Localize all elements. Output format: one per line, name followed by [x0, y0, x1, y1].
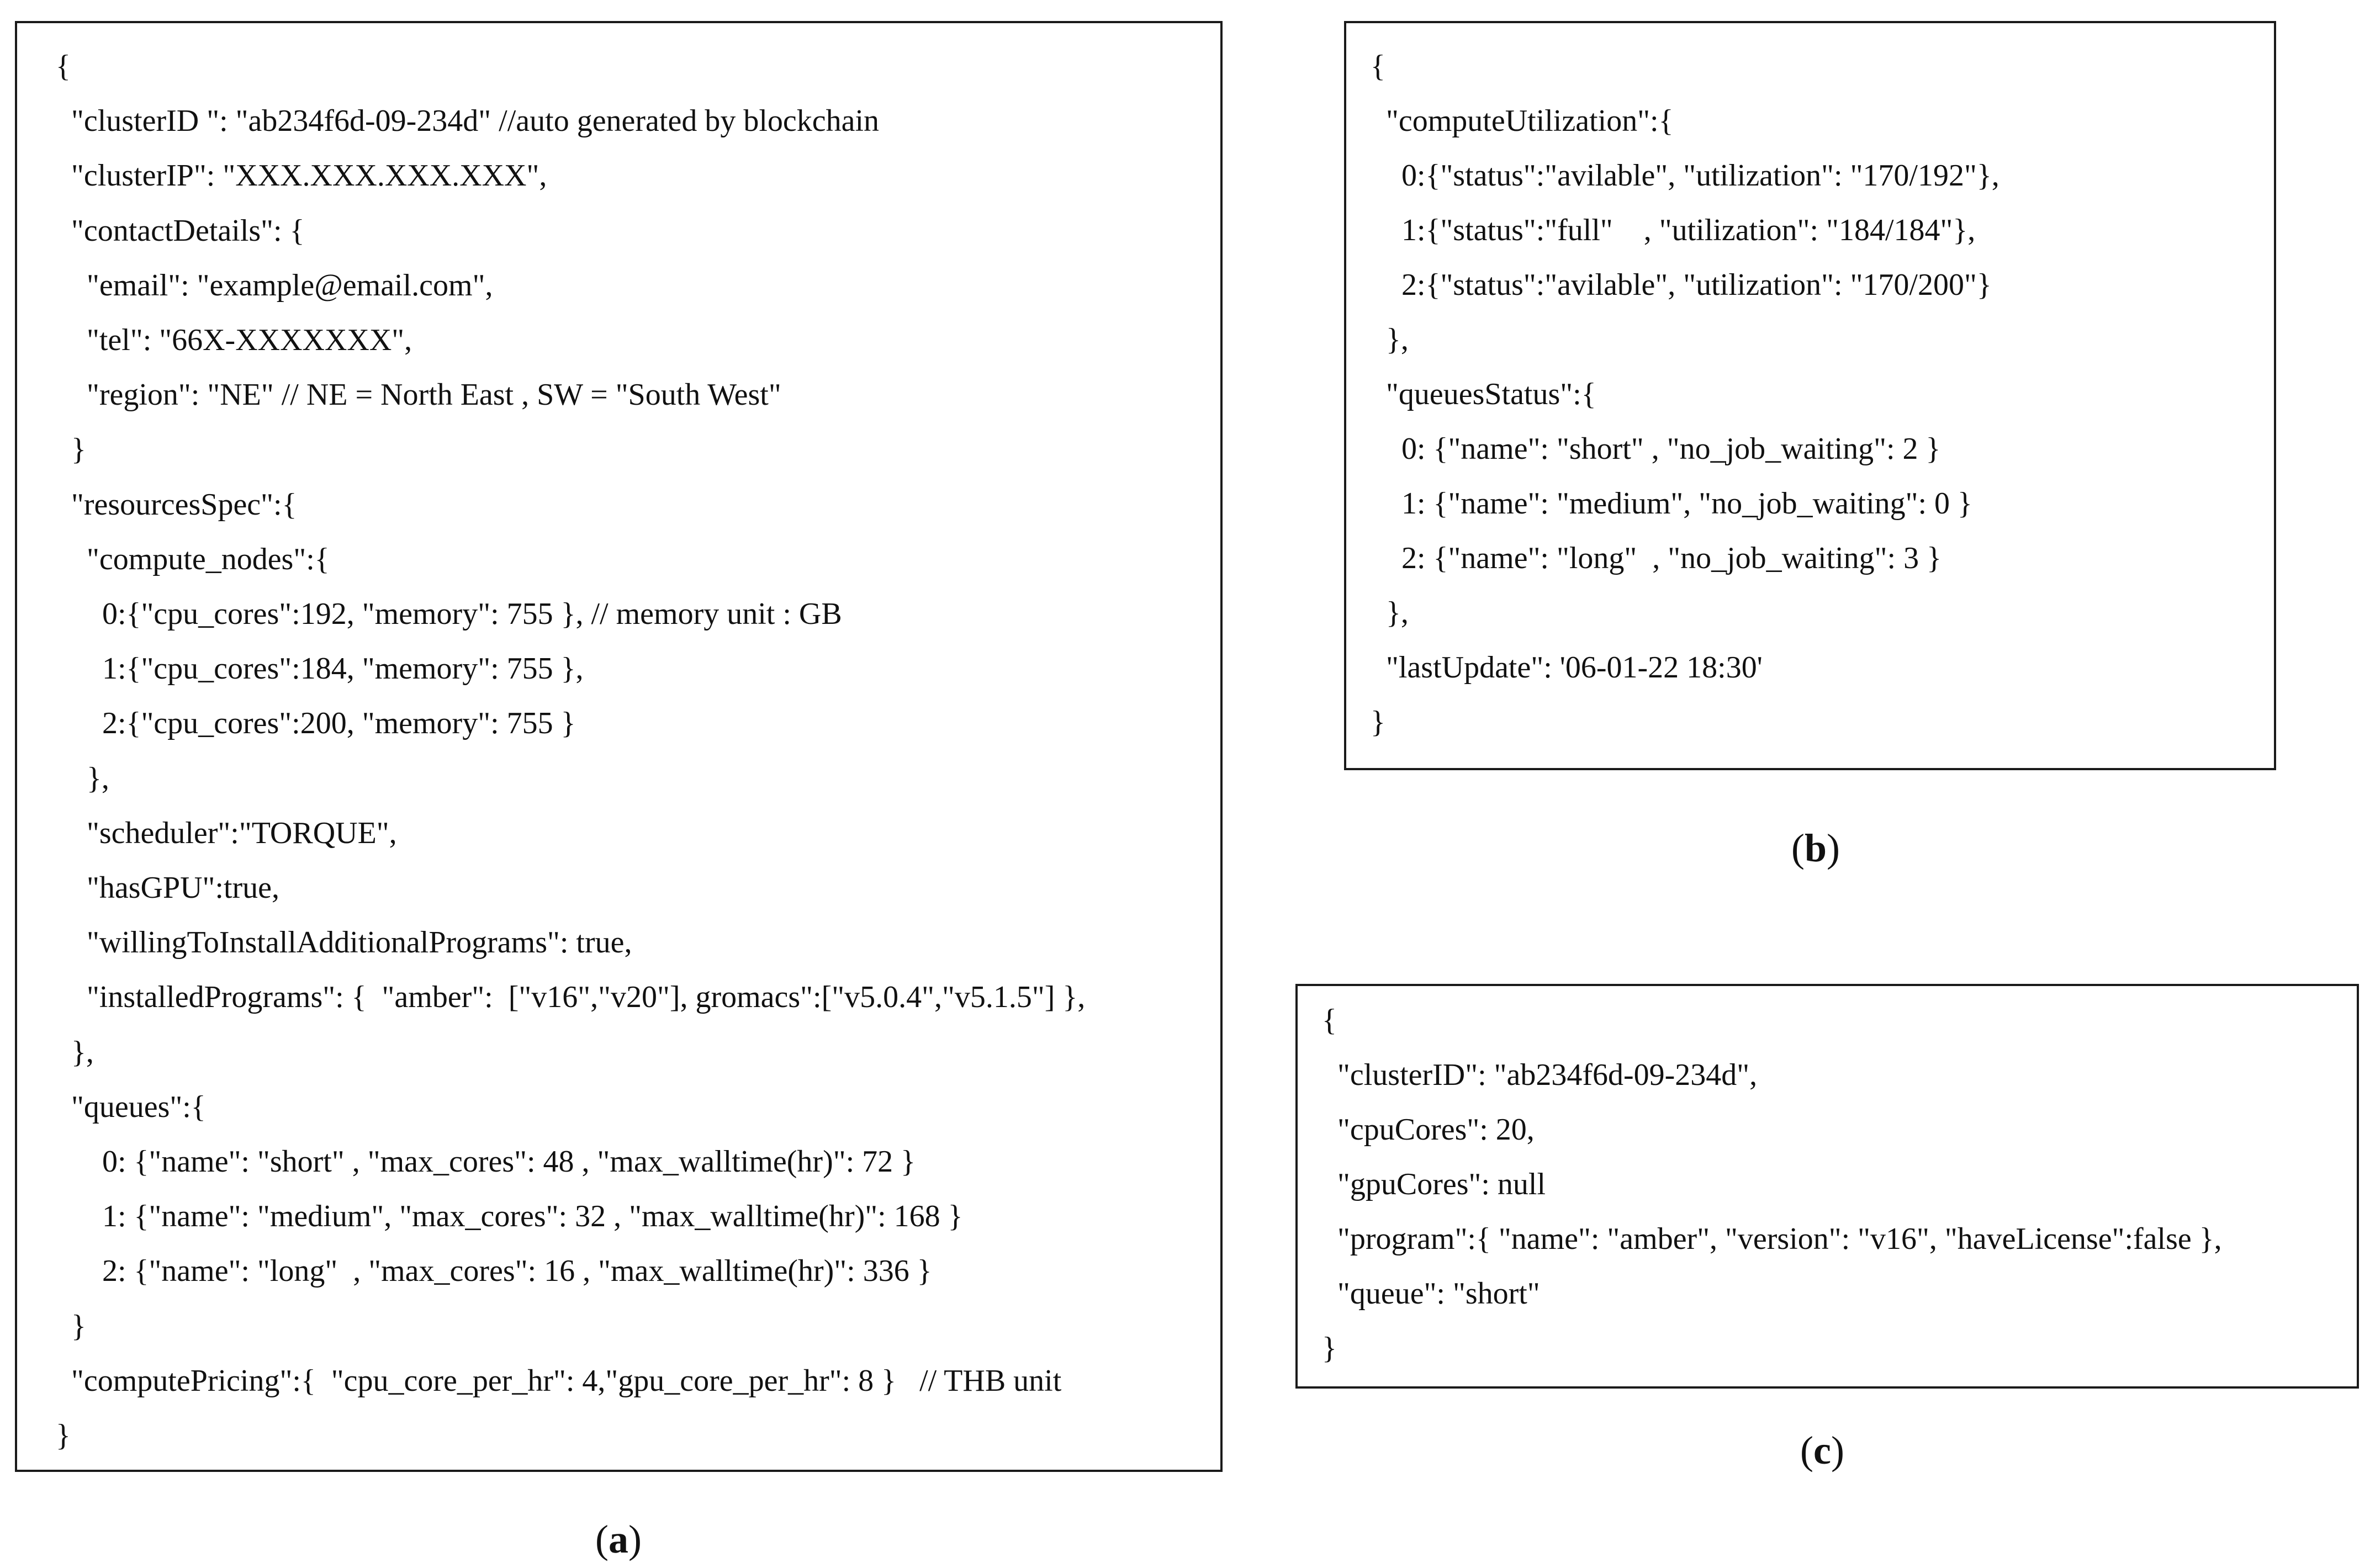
code-line: }: [56, 1309, 86, 1343]
code-line: }: [1371, 705, 1385, 739]
code-line: "willingToInstallAdditionalPrograms": tr…: [56, 925, 632, 960]
code-line: 0: {"name": "short" , "no_job_waiting": …: [1371, 432, 1941, 466]
code-line: }: [56, 432, 86, 467]
caption-c-close: ): [1831, 1428, 1844, 1472]
code-line: }: [56, 1418, 71, 1453]
code-line: "tel": "66X-XXXXXXX",: [56, 323, 412, 357]
code-line: {: [1322, 1003, 1337, 1037]
caption-b-close: ): [1827, 826, 1840, 870]
caption-a-open: (: [595, 1517, 609, 1561]
code-line: "computeUtilization":{: [1371, 104, 1674, 138]
code-line: "queuesStatus":{: [1371, 377, 1596, 411]
code-line: 1:{"status":"full" , "utilization": "184…: [1371, 213, 1976, 247]
code-line: 2:{"cpu_cores":200, "memory": 755 }: [56, 706, 576, 741]
code-line: "hasGPU":true,: [56, 871, 280, 905]
code-line: "computePricing":{ "cpu_core_per_hr": 4,…: [56, 1363, 1062, 1398]
code-line: "resourcesSpec":{: [56, 487, 297, 522]
code-line: 1: {"name": "medium", "max_cores": 32 , …: [56, 1199, 963, 1234]
code-line: "cpuCores": 20,: [1322, 1113, 1535, 1147]
code-line: 1: {"name": "medium", "no_job_waiting": …: [1371, 486, 1972, 521]
code-line: "installedPrograms": { "amber": ["v16","…: [56, 980, 1086, 1015]
caption-b-open: (: [1791, 826, 1805, 870]
code-line: "region": "NE" // NE = North East , SW =…: [56, 378, 781, 412]
caption-a: (a): [595, 1517, 642, 1561]
code-panel-b: { "computeUtilization":{ 0:{"status":"av…: [1344, 21, 2276, 770]
code-line: "clusterIP": "XXX.XXX.XXX.XXX",: [56, 158, 547, 193]
code-line: 2: {"name": "long" , "max_cores": 16 , "…: [56, 1254, 932, 1289]
code-panel-c: { "clusterID": "ab234f6d-09-234d", "cpuC…: [1295, 984, 2359, 1389]
code-line: {: [1371, 49, 1385, 83]
code-line: "queues":{: [56, 1089, 206, 1124]
caption-c-letter: c: [1813, 1428, 1831, 1472]
code-line: "program":{ "name": "amber", "version": …: [1322, 1222, 2222, 1256]
caption-c-open: (: [1800, 1428, 1813, 1472]
code-line: },: [56, 761, 109, 796]
caption-a-close: ): [628, 1517, 642, 1561]
code-line: "compute_nodes":{: [56, 542, 330, 576]
code-line: },: [1371, 596, 1409, 630]
code-line: "queue": "short": [1322, 1276, 1540, 1311]
code-line: 0:{"status":"avilable", "utilization": "…: [1371, 158, 1999, 193]
code-line: "contactDetails": {: [56, 213, 305, 248]
code-line: 0:{"cpu_cores":192, "memory": 755 }, // …: [56, 597, 842, 631]
code-line: 2:{"status":"avilable", "utilization": "…: [1371, 268, 1992, 302]
code-line: 1:{"cpu_cores":184, "memory": 755 },: [56, 651, 584, 686]
code-panel-a: { "clusterID ": "ab234f6d-09-234d" //aut…: [15, 21, 1223, 1472]
code-line: 0: {"name": "short" , "max_cores": 48 , …: [56, 1145, 916, 1179]
caption-b: (b): [1791, 826, 1840, 870]
code-line: "clusterID ": "ab234f6d-09-234d" //auto …: [56, 104, 879, 139]
caption-b-letter: b: [1804, 826, 1827, 870]
code-line: "email": "example@email.com",: [56, 268, 493, 303]
code-line: 2: {"name": "long" , "no_job_waiting": 3…: [1371, 541, 1942, 575]
code-line: {: [56, 49, 71, 83]
code-line: "clusterID": "ab234f6d-09-234d",: [1322, 1058, 1758, 1092]
code-line: "lastUpdate": '06-01-22 18:30': [1371, 650, 1763, 685]
code-line: },: [56, 1035, 94, 1069]
code-line: }: [1322, 1331, 1337, 1365]
caption-c: (c): [1800, 1428, 1844, 1472]
caption-a-letter: a: [608, 1517, 628, 1561]
code-line: "gpuCores": null: [1322, 1167, 1546, 1201]
code-line: },: [1371, 322, 1409, 357]
code-line: "scheduler":"TORQUE",: [56, 815, 397, 850]
